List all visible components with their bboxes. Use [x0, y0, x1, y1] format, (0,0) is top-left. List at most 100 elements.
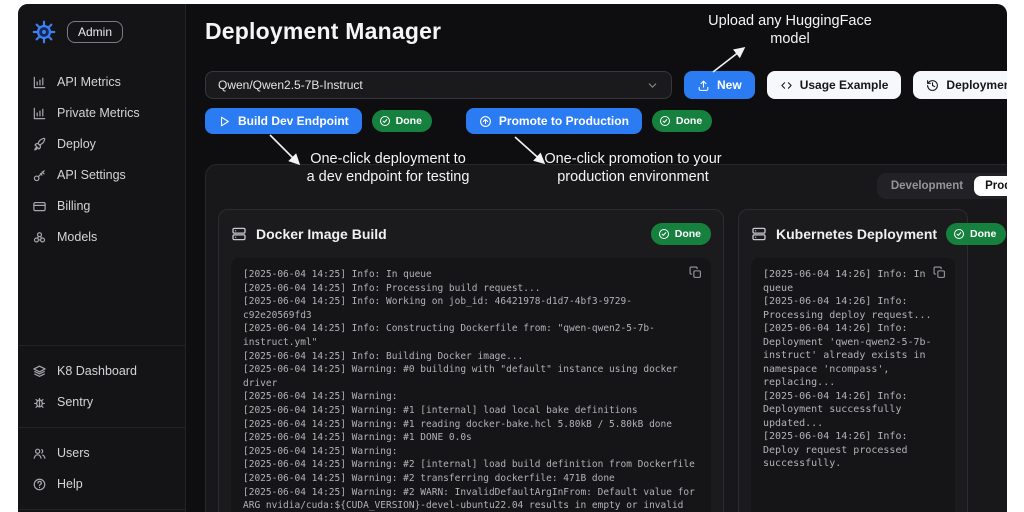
build-status-badge: Done	[371, 110, 432, 132]
sidebar-item-deploy[interactable]: Deploy	[32, 133, 171, 155]
sidebar-divider	[18, 509, 185, 510]
sidebar-item-users[interactable]: Users	[32, 442, 171, 464]
sidebar-item-label: Users	[57, 446, 90, 460]
upload-icon	[697, 79, 710, 92]
help-icon	[32, 477, 47, 492]
model-select-value: Qwen/Qwen2.5-7B-Instruct	[218, 78, 363, 92]
log-line: [2025-06-04 14:25] Info: Working on job_…	[243, 296, 632, 321]
toolbar: Qwen/Qwen2.5-7B-Instruct New Usage Examp…	[205, 71, 1007, 99]
log-line: [2025-06-04 14:25] Warning: #0 building …	[243, 364, 678, 389]
sidebar-item-label: Sentry	[57, 395, 94, 409]
log-line: [2025-06-04 14:26] Info: Deployment succ…	[763, 390, 908, 429]
docker-status-badge: Done	[650, 223, 711, 245]
log-line: [2025-06-04 14:25] Warning:	[243, 391, 398, 403]
log-line: [2025-06-04 14:26] Info: In queue	[763, 269, 926, 294]
deployment-history-button[interactable]: Deployment History	[913, 71, 1007, 99]
new-button[interactable]: New	[684, 71, 755, 99]
bar-chart-icon	[32, 106, 47, 121]
sidebar-item-label: API Settings	[57, 168, 126, 182]
chevron-down-icon	[646, 79, 659, 92]
usage-example-button[interactable]: Usage Example	[766, 71, 902, 99]
log-line: [2025-06-04 14:25] Info: In queue	[243, 269, 432, 280]
promote-status-badge: Done	[651, 110, 713, 132]
sidebar-nav: API Metrics Private Metrics Deploy API S…	[18, 55, 185, 256]
kubernetes-deployment-card: Kubernetes Deployment Done [2025-06-04 1…	[738, 209, 1007, 512]
docker-card-title: Docker Image Build	[256, 226, 387, 242]
boxes-icon	[32, 230, 47, 245]
sidebar-item-help[interactable]: Help	[32, 473, 171, 495]
log-line: [2025-06-04 14:26] Info: Processing depl…	[763, 296, 932, 321]
play-icon	[218, 115, 231, 128]
server-icon	[751, 226, 767, 242]
sidebar-item-k8-dashboard[interactable]: K8 Dashboard	[32, 360, 171, 382]
page-title: Deployment Manager	[205, 18, 442, 44]
sidebar-header: Admin	[18, 4, 185, 55]
sidebar-item-label: Billing	[57, 199, 91, 213]
sidebar-item-private-metrics[interactable]: Private Metrics	[32, 102, 171, 124]
copy-icon[interactable]	[933, 266, 946, 279]
app-logo-compass-icon	[31, 19, 57, 45]
check-circle-icon	[659, 115, 671, 127]
kubernetes-card-title: Kubernetes Deployment	[776, 226, 938, 242]
app-window: Admin API Metrics Private Metrics Deploy	[18, 4, 1007, 512]
log-line: [2025-06-04 14:25] Warning: #2 WARN: Inv…	[243, 486, 695, 512]
environment-panel: Development Production Docker Image Buil…	[205, 164, 1007, 512]
docker-build-log[interactable]: [2025-06-04 14:25] Info: In queue [2025-…	[231, 258, 711, 512]
sidebar-item-label: Models	[57, 230, 98, 244]
log-line: [2025-06-04 14:25] Info: Building Docker…	[243, 350, 524, 362]
docker-image-build-card: Docker Image Build Done [2025-06-04 14:2…	[218, 209, 724, 512]
bug-icon	[32, 395, 47, 410]
promote-to-production-button[interactable]: Promote to Production	[465, 108, 642, 134]
sidebar-nav-secondary: K8 Dashboard Sentry	[18, 352, 185, 421]
kubernetes-status-badge: Done	[946, 223, 1007, 245]
main-content: Deployment Manager Qwen/Qwen2.5-7B-Instr…	[186, 4, 1007, 512]
build-dev-endpoint-button[interactable]: Build Dev Endpoint	[205, 108, 362, 134]
log-line: [2025-06-04 14:25] Warning: #1 [internal…	[243, 404, 638, 416]
code-icon	[780, 79, 793, 92]
arrow-up-circle-icon	[479, 115, 492, 128]
key-icon	[32, 168, 47, 183]
kubernetes-deploy-log[interactable]: [2025-06-04 14:26] Info: In queue [2025-…	[751, 258, 955, 512]
credit-card-icon	[32, 199, 47, 214]
sidebar-item-api-metrics[interactable]: API Metrics	[32, 71, 171, 93]
log-line: [2025-06-04 14:25] Warning: #1 DONE 0.0s	[243, 432, 472, 444]
log-line: [2025-06-04 14:26] Info: Deploy request …	[763, 431, 908, 469]
model-select[interactable]: Qwen/Qwen2.5-7B-Instruct	[205, 71, 672, 99]
admin-badge[interactable]: Admin	[67, 21, 124, 43]
tab-production[interactable]: Production	[974, 176, 1007, 196]
sidebar-item-api-settings[interactable]: API Settings	[32, 164, 171, 186]
sidebar-item-label: API Metrics	[57, 75, 121, 89]
check-circle-icon	[953, 228, 965, 240]
layers-icon	[32, 364, 47, 379]
log-line: [2025-06-04 14:25] Info: Constructing Do…	[243, 323, 655, 348]
sidebar-nav-tertiary: Users Help	[18, 434, 185, 503]
sidebar: Admin API Metrics Private Metrics Deploy	[18, 4, 186, 512]
sidebar-item-models[interactable]: Models	[32, 226, 171, 248]
tab-label: Production	[985, 180, 1007, 192]
log-line: [2025-06-04 14:25] Info: Processing buil…	[243, 282, 541, 294]
sidebar-divider	[18, 427, 185, 428]
sidebar-item-label: Deploy	[57, 137, 96, 151]
environment-tabs: Development Production	[876, 173, 1007, 199]
check-circle-icon	[379, 115, 391, 127]
copy-icon[interactable]	[689, 266, 702, 279]
log-line: [2025-06-04 14:25] Warning: #2 transferr…	[243, 472, 615, 484]
log-line: [2025-06-04 14:25] Warning:	[243, 445, 398, 457]
sidebar-item-label: K8 Dashboard	[57, 364, 137, 378]
log-line: [2025-06-04 14:25] Warning: #1 reading d…	[243, 418, 672, 430]
history-icon	[926, 79, 939, 92]
tab-development[interactable]: Development	[880, 176, 974, 196]
log-line: [2025-06-04 14:25] Warning: #2 [internal…	[243, 459, 695, 471]
sidebar-item-label: Private Metrics	[57, 106, 140, 120]
log-line: [2025-06-04 14:26] Info: Deployment 'qwe…	[763, 323, 932, 388]
sidebar-divider	[18, 345, 185, 346]
actions-row: Build Dev Endpoint Done Promote to Produ…	[205, 108, 1007, 134]
sidebar-item-billing[interactable]: Billing	[32, 195, 171, 217]
sidebar-item-label: Help	[57, 477, 83, 491]
sidebar-item-sentry[interactable]: Sentry	[32, 391, 171, 413]
tab-label: Development	[890, 180, 964, 192]
check-circle-icon	[658, 228, 670, 240]
users-icon	[32, 446, 47, 461]
server-icon	[231, 226, 247, 242]
rocket-icon	[32, 137, 47, 152]
